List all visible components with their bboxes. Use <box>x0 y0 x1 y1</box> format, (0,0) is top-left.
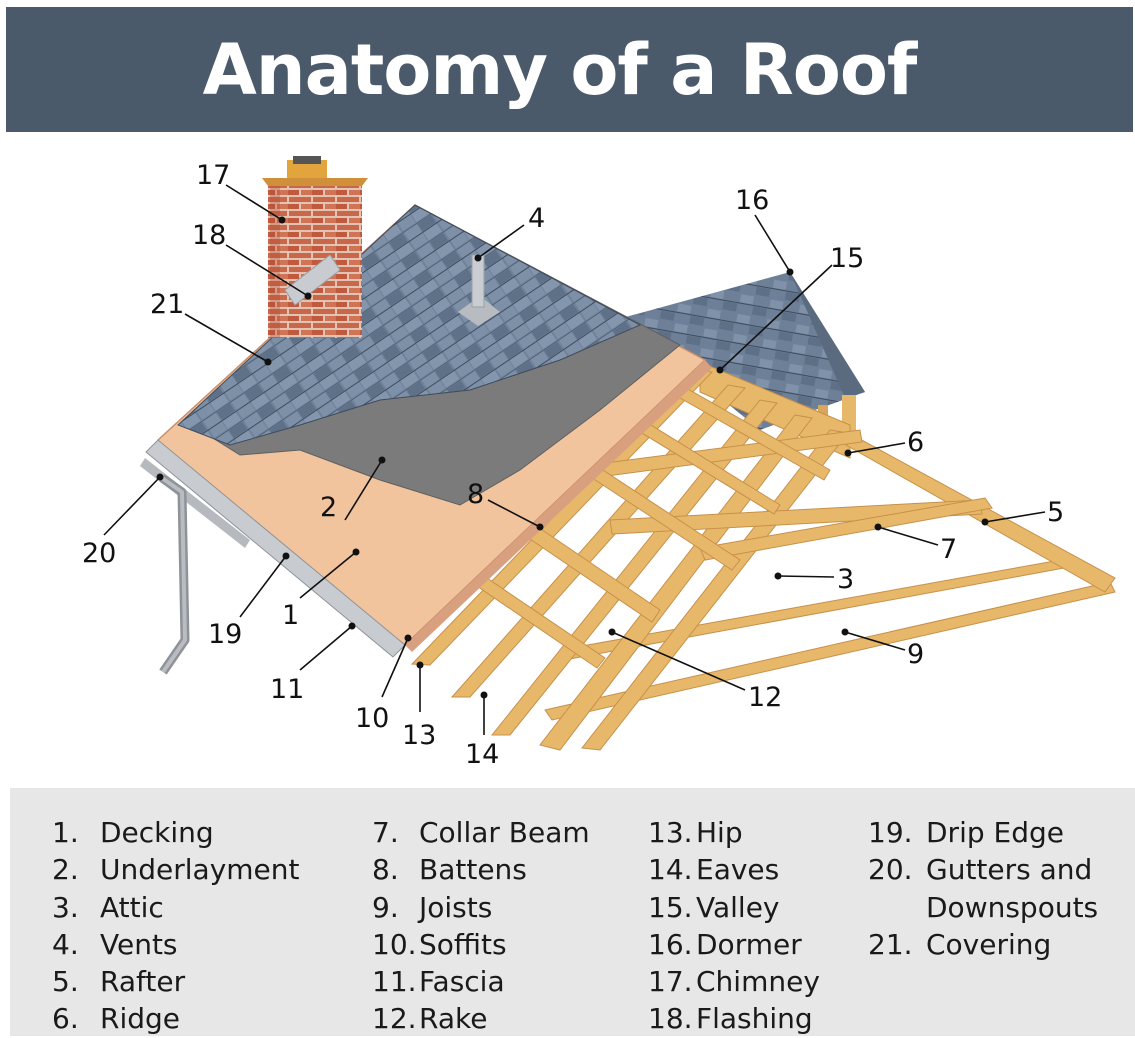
legend-item: 4.Vents <box>52 927 178 961</box>
legend-item: 12.Rake <box>372 1002 488 1036</box>
callout-20: 20 <box>82 538 116 569</box>
callout-5: 5 <box>1047 497 1064 528</box>
legend-item: 5.Rafter <box>52 965 186 999</box>
legend-column-1: 1.Decking 2.Underlayment 3.Attic 4.Vents… <box>52 814 300 1038</box>
legend-item: 7.Collar Beam <box>372 816 590 849</box>
legend-item: 10.Soffits <box>372 927 507 961</box>
callout-leaders <box>103 184 1046 735</box>
title-banner: Anatomy of a Roof <box>6 7 1133 132</box>
callout-6: 6 <box>907 427 924 458</box>
callout-14: 14 <box>465 739 499 770</box>
legend-item-continued: Downspouts <box>926 890 1099 924</box>
callout-12: 12 <box>748 682 782 713</box>
callout-1: 1 <box>282 600 299 631</box>
roof-diagram: 17 18 21 4 16 15 6 5 7 3 9 12 8 2 1 19 2… <box>82 156 1116 770</box>
callout-3: 3 <box>837 564 854 595</box>
legend-item: 21.Covering <box>868 927 1052 961</box>
legend-item: 18.Flashing <box>648 1002 813 1036</box>
callout-15: 15 <box>830 243 864 274</box>
legend-item: 8.Battens <box>372 853 527 887</box>
legend-column-3: 13.Hip 14.Eaves 15.Valley 16.Dormer 17.C… <box>648 814 820 1038</box>
callout-16: 16 <box>735 185 769 216</box>
legend-item: 16.Dormer <box>648 927 802 961</box>
callout-13: 13 <box>402 720 436 751</box>
callout-8: 8 <box>467 479 484 510</box>
shingle-covering <box>177 204 642 446</box>
legend-item: 6.Ridge <box>52 1002 181 1036</box>
callout-18: 18 <box>192 220 226 251</box>
legend-item: 15.Valley <box>648 890 780 924</box>
legend-item: 13.Hip <box>648 816 743 849</box>
callout-7: 7 <box>940 534 957 565</box>
legend-column-4: 19.Drip Edge 20.Gutters and Downspouts 2… <box>868 814 1098 963</box>
callout-4: 4 <box>528 203 545 234</box>
legend-item: 3.Attic <box>52 890 164 924</box>
callout-19: 19 <box>208 619 242 650</box>
legend-item: 2.Underlayment <box>52 853 300 887</box>
callout-2: 2 <box>320 492 337 523</box>
legend-column-2: 7.Collar Beam 8.Battens 9.Joists 10.Soff… <box>372 814 590 1038</box>
legend-item: 20.Gutters and <box>868 853 1093 887</box>
legend-panel: 1.Decking 2.Underlayment 3.Attic 4.Vents… <box>10 788 1135 1036</box>
callout-9: 9 <box>907 639 924 670</box>
legend-item: 19.Drip Edge <box>868 816 1064 849</box>
callout-11: 11 <box>270 674 304 705</box>
legend-item: 1.Decking <box>52 816 214 849</box>
legend-item: 9.Joists <box>372 890 493 924</box>
legend-item: 17.Chimney <box>648 965 820 999</box>
legend-item: 14.Eaves <box>648 853 780 887</box>
callout-numbers: 17 18 21 4 16 15 6 5 7 3 9 12 8 2 1 19 2… <box>82 160 1064 770</box>
legend-item: 11.Fascia <box>372 965 505 999</box>
callout-17: 17 <box>196 160 230 191</box>
callout-21: 21 <box>150 289 184 320</box>
page-title: Anatomy of a Roof <box>202 28 918 111</box>
timber-frame <box>410 361 1116 751</box>
chimney <box>262 156 368 338</box>
gutter-system <box>140 439 406 675</box>
callout-10: 10 <box>355 703 389 734</box>
